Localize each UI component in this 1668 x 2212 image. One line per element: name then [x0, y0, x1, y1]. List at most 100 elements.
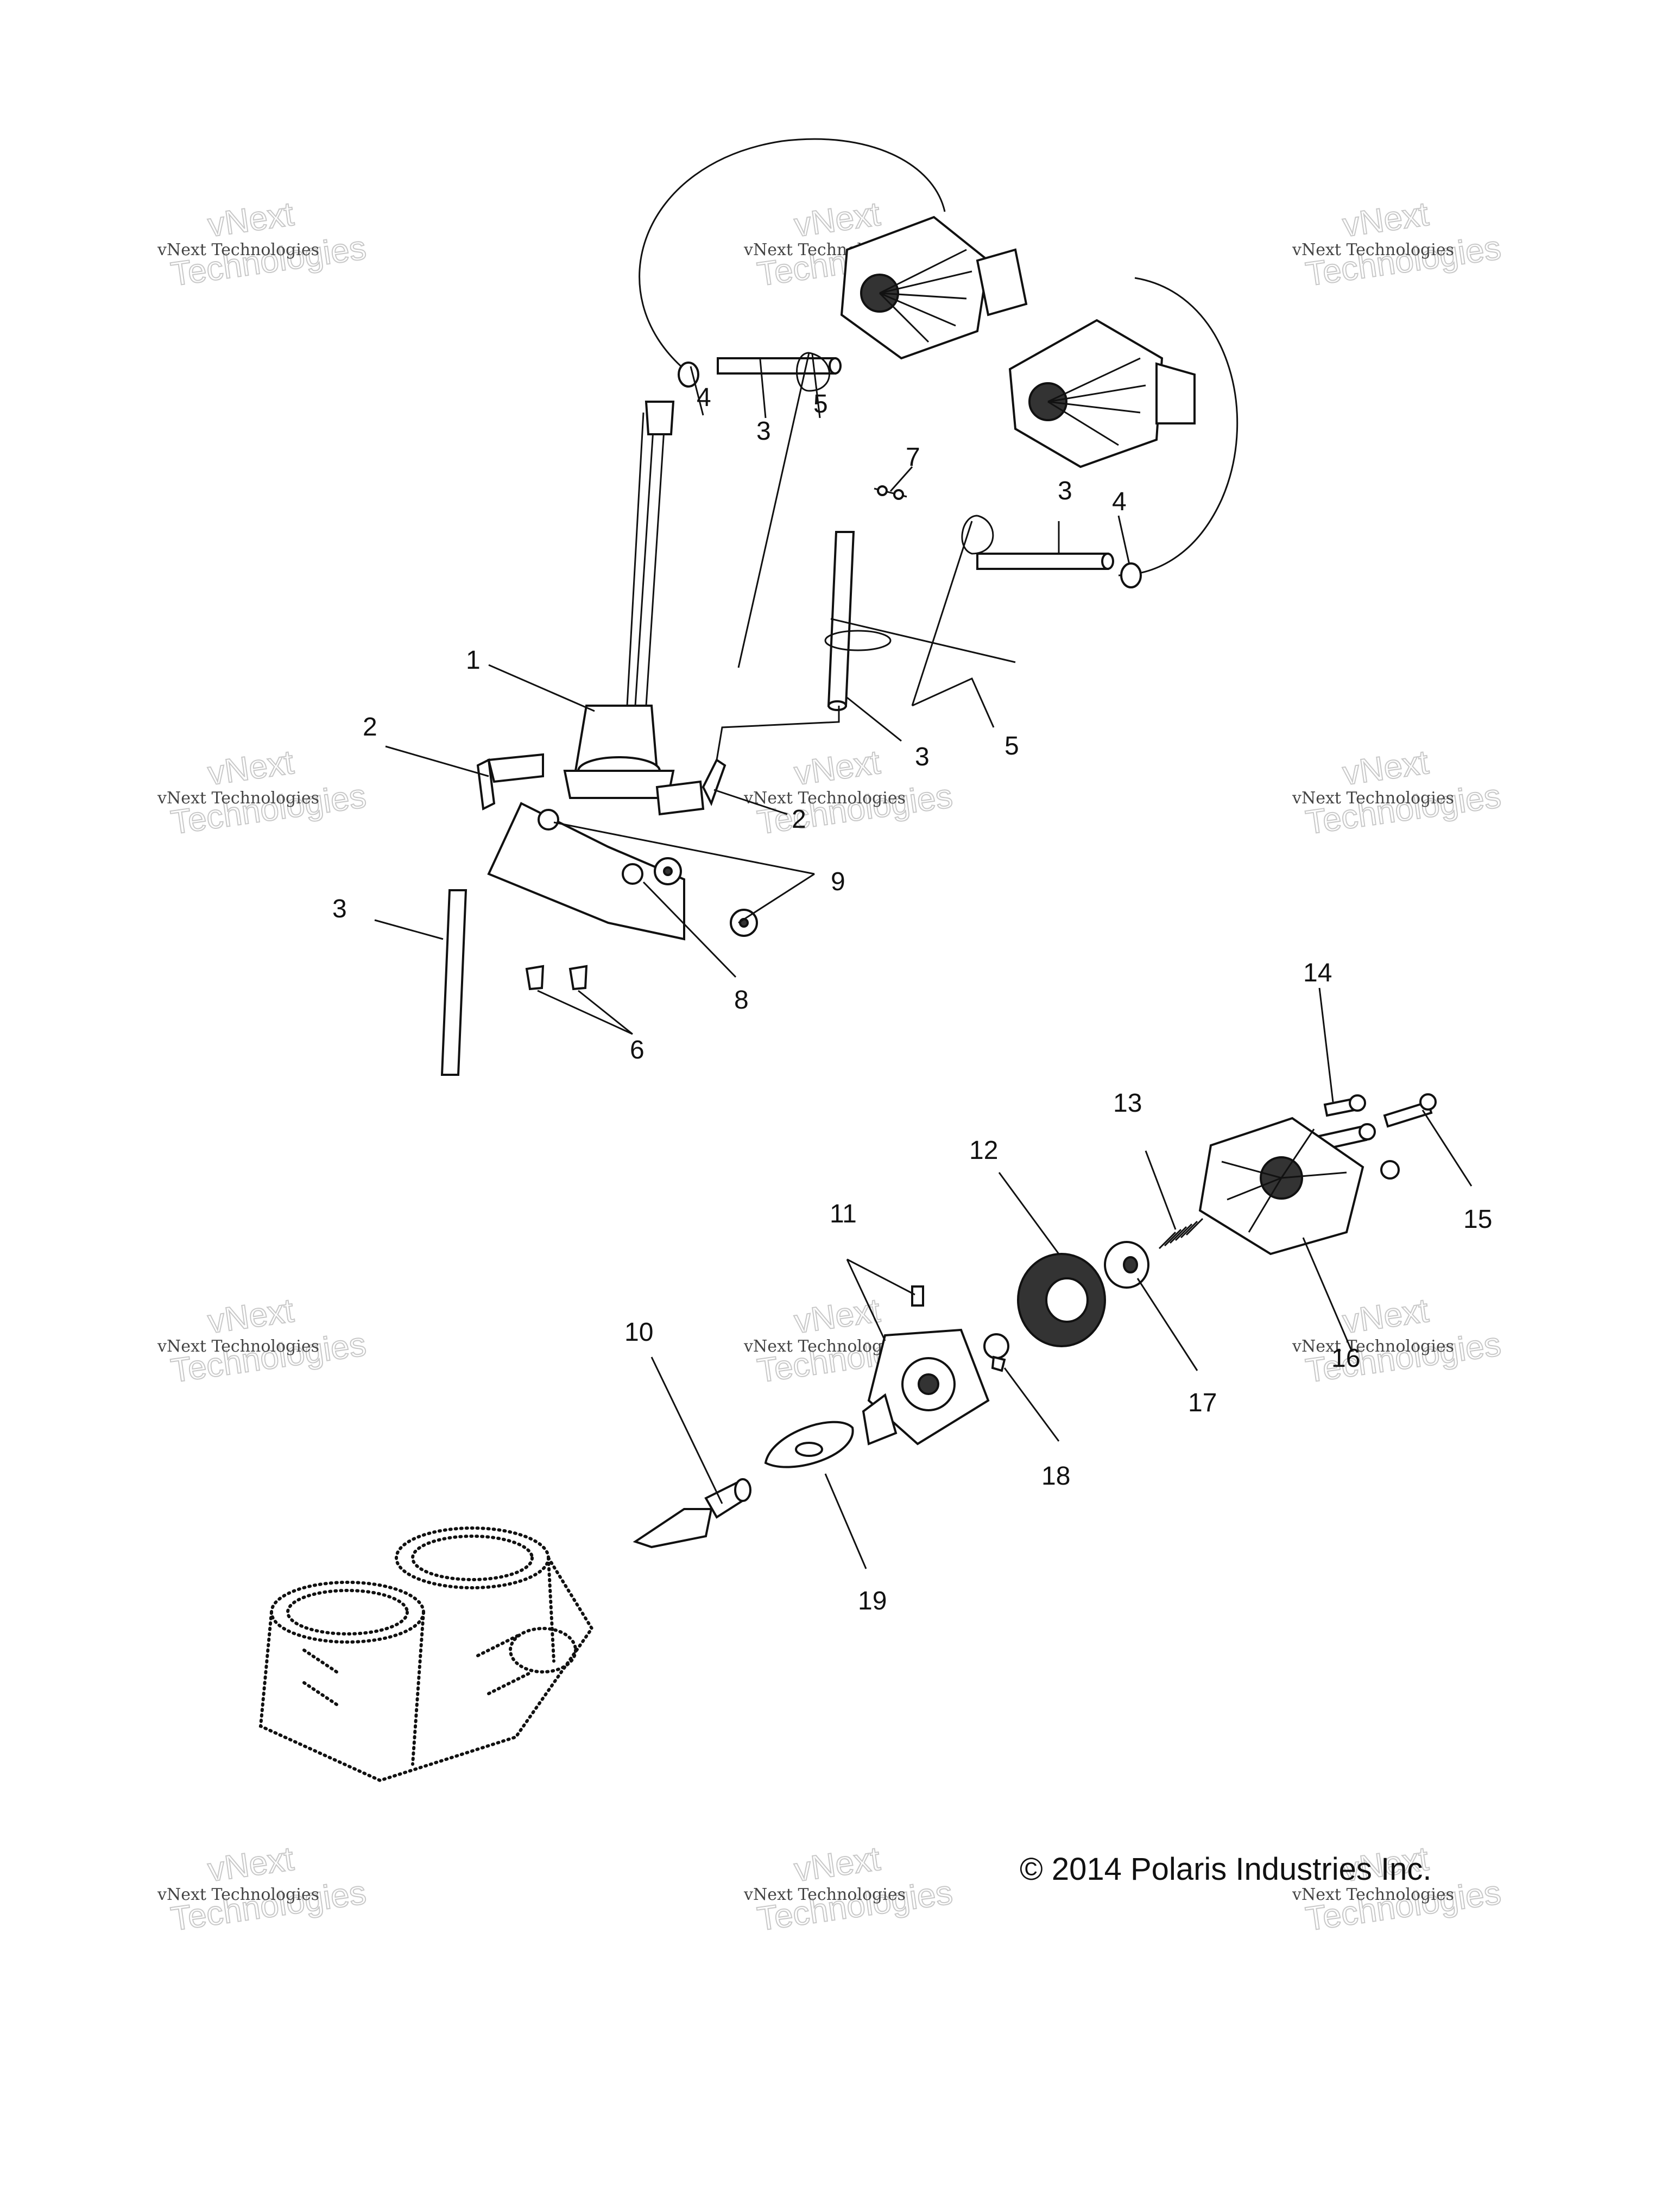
- svg-text:vNext: vNext: [206, 1292, 296, 1341]
- valve-18: [983, 1333, 1009, 1372]
- svg-text:vNext: vNext: [792, 1292, 883, 1341]
- svg-text:vNext Technologies: vNext Technologies: [1292, 789, 1454, 808]
- svg-text:vNext: vNext: [206, 744, 296, 793]
- grommet-9-lower: [730, 909, 758, 937]
- bolt-15-lower: [1380, 1160, 1400, 1180]
- callout-13: 13: [1113, 1089, 1142, 1118]
- callout-17: 17: [1188, 1389, 1217, 1417]
- cable-tie-5-lower: [824, 515, 1016, 706]
- svg-text:vNext Technologies: vNext Technologies: [1292, 1885, 1454, 1904]
- callout-18: 18: [1041, 1462, 1070, 1491]
- callout-8: 8: [734, 986, 749, 1015]
- engine-cylinders: [258, 1526, 594, 1783]
- watermarks: vNext Technologies vNext Technologies vN…: [157, 195, 1504, 1939]
- svg-text:vNext Technologies: vNext Technologies: [743, 1885, 906, 1904]
- hose-loop-right: [1118, 277, 1239, 576]
- svg-text:vNext: vNext: [1341, 195, 1431, 244]
- svg-text:Technologies: Technologies: [755, 777, 955, 842]
- svg-text:vNext Technologies: vNext Technologies: [1292, 1337, 1454, 1356]
- callout-2-left: 2: [363, 713, 377, 741]
- callout-6: 6: [630, 1036, 645, 1064]
- svg-text:vNext Technologies: vNext Technologies: [157, 1885, 319, 1904]
- svg-text:Technologies: Technologies: [1304, 777, 1503, 842]
- grommet-9-upper: [654, 857, 682, 885]
- upper-valve-housing-left: [840, 216, 1028, 360]
- callout-3-bottom-left: 3: [332, 895, 347, 923]
- bolt-15-long: [1383, 1093, 1437, 1128]
- svg-text:vNext Technologies: vNext Technologies: [743, 789, 906, 808]
- svg-text:vNext Technologies: vNext Technologies: [1292, 240, 1454, 259]
- svg-text:Technologies: Technologies: [169, 229, 369, 294]
- svg-text:Technologies: Technologies: [169, 1874, 369, 1938]
- callout-3-middle: 3: [915, 743, 930, 771]
- svg-text:vNext Technologies: vNext Technologies: [157, 240, 319, 259]
- fuel-hose-3-middle: [827, 531, 855, 711]
- callout-3-top-left: 3: [756, 417, 771, 446]
- pump-bracket-8: [487, 802, 685, 941]
- svg-text:vNext: vNext: [206, 1840, 296, 1889]
- svg-text:vNext: vNext: [1341, 744, 1431, 793]
- callout-4-right: 4: [1112, 487, 1127, 516]
- dowel-pin-11: [911, 1285, 924, 1307]
- svg-text:vNext Technologies: vNext Technologies: [157, 789, 319, 808]
- watermark: vNext Technologies vNext Technologies: [1292, 195, 1504, 294]
- svg-text:vNext: vNext: [1341, 1292, 1431, 1341]
- watermark: vNext Technologies vNext Technologies: [157, 1840, 369, 1939]
- hose-loop-left: [639, 138, 946, 370]
- callout-1: 1: [466, 646, 481, 675]
- callout-7: 7: [906, 443, 920, 472]
- callout-2-right: 2: [792, 805, 806, 834]
- spring-13: [1158, 1218, 1204, 1250]
- callout-5-top: 5: [813, 390, 828, 419]
- fuel-hose-3-lower-left: [440, 889, 467, 1076]
- watermark: vNext Technologies vNext Technologies: [743, 1840, 956, 1939]
- upper-valve-housing-right: [1008, 319, 1196, 468]
- svg-text:vNext: vNext: [792, 1840, 883, 1889]
- screw-6-right: [568, 965, 588, 991]
- svg-text:vNext: vNext: [206, 195, 296, 244]
- fuel-hose-3-upper-left: [717, 357, 842, 375]
- svg-text:vNext: vNext: [792, 195, 883, 244]
- callout-16: 16: [1331, 1344, 1360, 1373]
- screw-6-left: [525, 965, 545, 991]
- valve-body-11: [862, 1328, 990, 1446]
- callout-3-top-right: 3: [1058, 477, 1072, 505]
- gasket-19: [764, 1421, 854, 1468]
- fitting-2-right: [655, 706, 840, 816]
- callout-4-left: 4: [697, 383, 711, 412]
- svg-text:vNext: vNext: [792, 744, 883, 793]
- bolt-14: [1323, 1094, 1366, 1117]
- check-valve-7: [874, 485, 907, 500]
- diaphragm-12: [1017, 1253, 1106, 1347]
- watermark: vNext Technologies vNext Technologies: [1292, 743, 1504, 842]
- svg-text:Technologies: Technologies: [169, 1326, 369, 1390]
- callout-9: 9: [831, 867, 845, 896]
- callout-10: 10: [624, 1318, 653, 1347]
- svg-text:Technologies: Technologies: [755, 1874, 955, 1938]
- watermark: vNext Technologies vNext Technologies: [157, 1291, 369, 1391]
- watermark: vNext Technologies vNext Technologies: [157, 195, 369, 294]
- copyright-notice: © 2014 Polaris Industries Inc.: [1020, 1852, 1431, 1887]
- hose-clamp-4-left: [678, 362, 699, 388]
- fuel-hose-3-upper-right: [976, 553, 1114, 570]
- spring-seat-17: [1104, 1241, 1149, 1289]
- callout-14: 14: [1303, 959, 1332, 987]
- svg-text:Technologies: Technologies: [169, 777, 369, 842]
- fuel-pump-1: [563, 401, 675, 799]
- callout-12: 12: [969, 1136, 998, 1165]
- svg-text:vNext Technologies: vNext Technologies: [743, 1337, 906, 1356]
- callout-15: 15: [1463, 1205, 1492, 1234]
- cable-tie-5-upper: [737, 352, 830, 668]
- watermark: vNext Technologies vNext Technologies: [157, 743, 369, 842]
- callout-19: 19: [858, 1587, 887, 1615]
- manifold-fitting-10: [633, 1478, 751, 1549]
- fitting-2-left: [476, 753, 544, 811]
- svg-text:Technologies: Technologies: [1304, 229, 1503, 294]
- hose-clamp-4-right: [1120, 562, 1142, 588]
- svg-text:vNext Technologies: vNext Technologies: [157, 1337, 319, 1356]
- leader-lines: [374, 353, 1473, 1569]
- callout-11: 11: [830, 1200, 857, 1228]
- watermark: vNext Technologies vNext Technologies: [1292, 1291, 1504, 1391]
- callout-5-bottom: 5: [1004, 732, 1019, 760]
